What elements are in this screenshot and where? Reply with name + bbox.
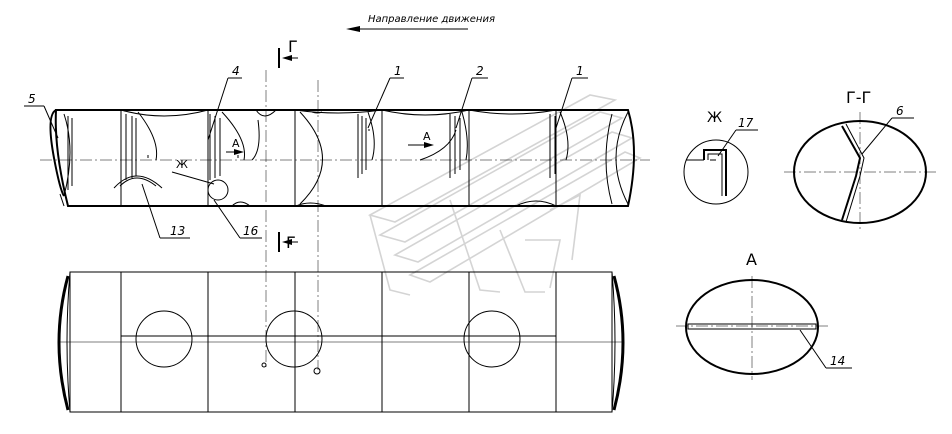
section-marker-top: Г xyxy=(278,37,298,68)
pos-1b-label: 1 xyxy=(576,64,584,78)
pos-4-label: 4 xyxy=(232,64,240,78)
view-a: А 14 xyxy=(676,250,852,380)
watermark-logo xyxy=(367,94,642,296)
manhole-3 xyxy=(463,310,521,368)
section-letter-bottom: Г xyxy=(286,233,296,252)
callout-4: 4 xyxy=(207,64,242,141)
pos-16-label: 16 xyxy=(243,224,259,238)
callout-1a: 1 xyxy=(367,64,404,129)
pos-2-label: 2 xyxy=(476,64,484,78)
callout-2: 2 xyxy=(455,64,488,129)
pos-17-label: 17 xyxy=(738,116,754,130)
detail-letter-main: Ж xyxy=(176,158,188,171)
pos-14-label: 14 xyxy=(830,354,845,368)
pos-1a-label: 1 xyxy=(394,64,402,78)
callout-1b: 1 xyxy=(555,64,588,129)
pos-5-label: 5 xyxy=(28,92,36,106)
tank-side-view: А А Ж xyxy=(40,70,650,370)
tank-plan-view xyxy=(57,271,625,413)
direction-label: Направление движения xyxy=(368,14,495,25)
callout-16: 16 xyxy=(213,199,262,239)
section-gg: Г-Г 6 xyxy=(784,88,936,232)
direction-annotation: Направление движения xyxy=(346,14,495,32)
detail-zh: Ж 17 xyxy=(683,110,758,205)
section-letter-top: Г xyxy=(288,37,298,56)
manhole-1 xyxy=(135,310,193,368)
callout-13: 13 xyxy=(141,183,190,239)
pos-6-label: 6 xyxy=(896,104,904,118)
manhole-2 xyxy=(265,310,323,368)
detail-zh-title: Ж xyxy=(707,110,722,126)
pos-13-label: 13 xyxy=(170,224,185,238)
callout-5: 5 xyxy=(24,92,59,139)
view-a-title: А xyxy=(746,250,757,269)
section-gg-title: Г-Г xyxy=(846,88,871,107)
section-marker-bottom: Г xyxy=(278,232,298,252)
view-letter-left: А xyxy=(232,137,240,150)
view-letter-mid: А xyxy=(423,130,431,143)
